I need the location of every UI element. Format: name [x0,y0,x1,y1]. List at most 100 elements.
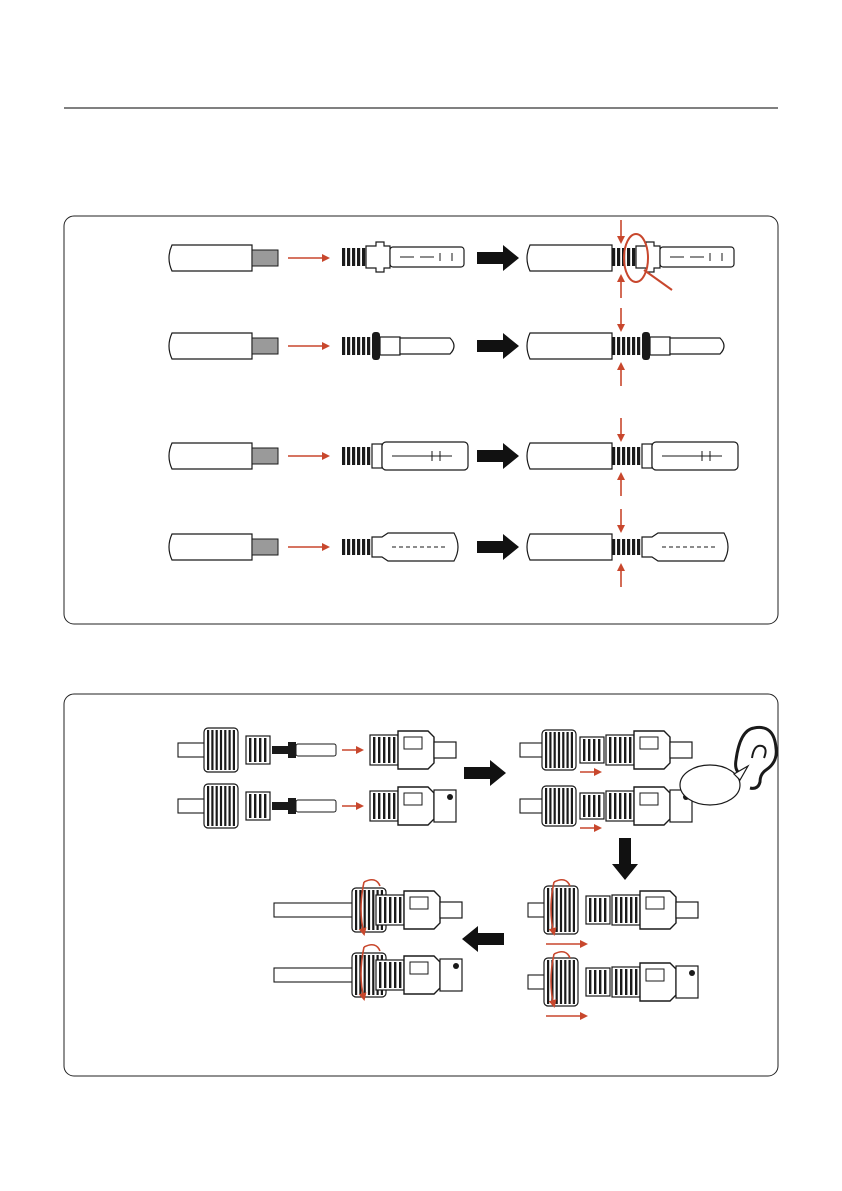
thread-rib [630,897,632,923]
lock-nut-icon [542,730,576,770]
nut-knurl [224,730,226,770]
pin-flange [642,332,650,360]
crimp-rib [362,447,365,465]
thread-rib [384,962,386,988]
thread-rib [629,737,631,763]
nut-knurl [207,786,209,826]
thread-rib [399,962,401,988]
lock-nut-icon [544,958,578,1006]
cable-icon [178,799,206,813]
ear-icon [736,727,777,788]
thread-rib [609,793,611,819]
crimp-rib [347,539,350,555]
nut-knurl [556,960,558,1004]
nut-knurl [549,732,551,768]
crimp-rib [347,447,350,465]
bare-conductor [252,539,278,555]
nut-knurl [560,888,562,932]
cable-icon [527,245,612,271]
nut-knurl [567,788,569,824]
nut-knurl [211,786,213,826]
crimp-rib [352,539,355,555]
pin-tip [400,338,454,354]
crimp-rib [352,447,355,465]
cable-icon [169,534,252,560]
arrow-shape [612,838,638,880]
crimp-rib [342,248,345,266]
crimp-row-female-pin-type-b [169,418,738,496]
crimping-panel [64,216,778,624]
thread-rib [624,793,626,819]
nut-knurl [556,888,558,932]
nut-knurl [229,730,231,770]
crimp-rib [342,539,345,555]
crimp-rib [637,447,640,465]
step-listen-for-click [520,727,776,828]
nut-knurl [368,890,370,930]
lock-nut-icon [204,728,238,772]
nut-knurl [562,788,564,824]
crimp-rib [612,447,615,465]
pin-tip [670,338,724,354]
nut-knurl [355,955,357,995]
seal-rib [593,739,595,761]
nut-knurl [564,888,566,932]
black-arrow-icon [477,245,519,271]
crimp-rib [367,337,370,355]
lock-nut-icon [544,886,578,934]
rotate-top [554,952,570,958]
seal-rib [604,898,606,922]
cable-insulation [527,534,612,560]
bare-conductor [252,448,278,464]
crimp-rib [627,248,630,266]
pin-terminal-icon [342,332,454,360]
nut-knurl [211,730,213,770]
pin-terminal-icon [342,533,458,561]
cable-icon [527,534,612,560]
thread-rib [630,969,632,995]
pin-shoulder [650,337,670,355]
pin-terminal-icon [342,442,468,470]
bare-conductor [252,250,278,266]
arrow-shape [477,245,519,271]
nut-knurl [368,955,370,995]
lock-nut-icon [542,786,576,826]
crimp-rib [357,447,360,465]
pin-collar [372,444,382,468]
seal-rib [259,738,261,762]
pin-shoulder [380,337,400,355]
seal-rib [598,739,600,761]
thread-rib [388,793,390,819]
pin-collar [366,242,390,272]
pin-tip [296,744,336,756]
thread-rib [383,793,385,819]
crimp-rib [622,539,625,555]
bare-conductor [252,338,278,354]
nut-knurl [216,730,218,770]
nut-knurl [573,960,575,1004]
nut-knurl [567,732,569,768]
seal-rib [264,738,266,762]
housing-socket-sleeve [434,742,456,758]
assembly-steps [178,727,776,1016]
speech-bubble-icon [680,765,740,805]
connector-housing-icon [376,956,462,994]
thread-rib [394,962,396,988]
nut-knurl [562,732,564,768]
cable-icon [169,443,252,469]
pin-terminal-icon [612,242,734,272]
thread-rib [399,897,401,923]
crimp-rib [632,248,635,266]
thread-rib [373,793,375,819]
thread-rib [393,793,395,819]
nut-knurl [216,786,218,826]
pin-flange [372,332,380,360]
thread-rib [629,793,631,819]
thread-rib [620,897,622,923]
cable-insulation [527,245,612,271]
crimp-rib [622,337,625,355]
cable-icon [527,333,612,359]
thread-rib [635,969,637,995]
seal-rib [249,738,251,762]
housing-latch-arms [440,959,462,991]
